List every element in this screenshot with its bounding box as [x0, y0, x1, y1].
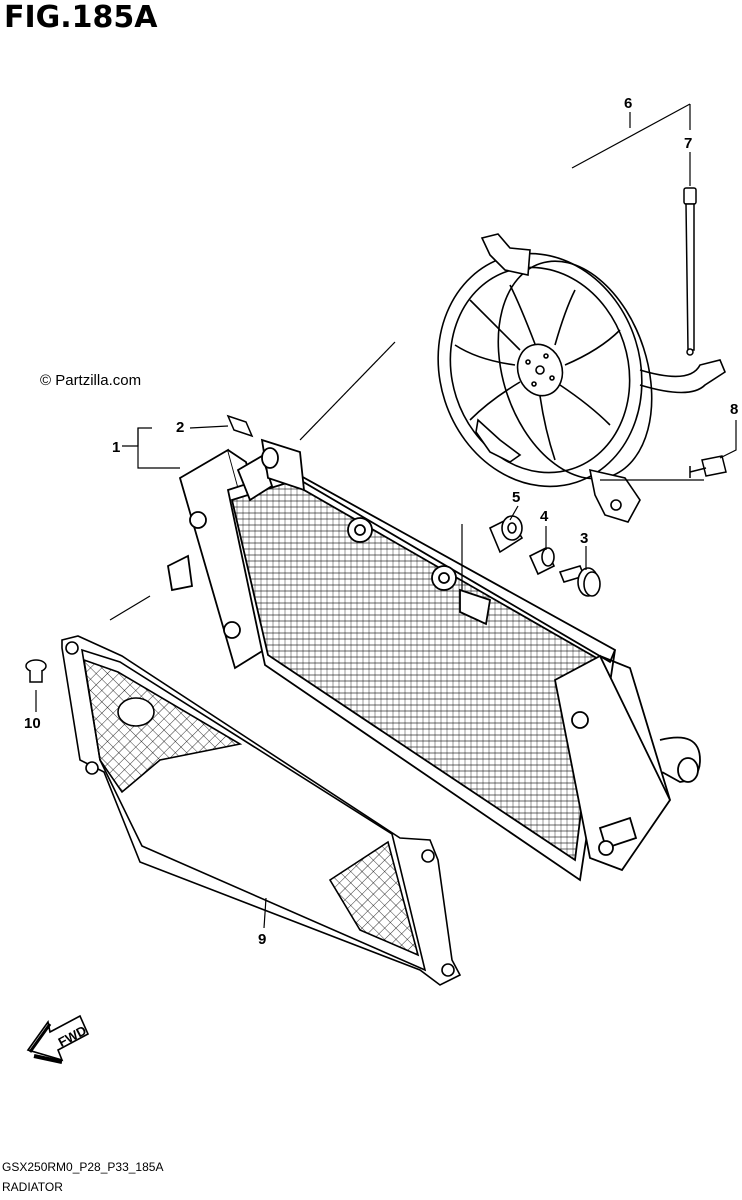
grommet-5: [488, 515, 524, 554]
radiator: [167, 438, 701, 882]
callout-1: 1: [112, 439, 120, 456]
clip-2: [226, 414, 254, 438]
figure-title: FIG.185A: [4, 0, 158, 35]
callout-2: 2: [176, 419, 184, 436]
leader-lines: [35, 103, 737, 929]
drawing-code: GSX250RM0_P28_P33_185A: [2, 1160, 164, 1174]
rivet-10: [25, 659, 47, 683]
watermark-text: © Partzilla.com: [40, 372, 142, 389]
bolt-8: [689, 455, 727, 478]
cable-tie: [683, 187, 697, 356]
callout-8: 8: [730, 401, 738, 418]
collar-4: [528, 546, 556, 576]
cooling-fan: [437, 233, 726, 523]
callout-6: 6: [624, 95, 632, 112]
radiator-guard: [61, 635, 462, 986]
bolt-3: [558, 565, 601, 597]
callout-3: 3: [580, 530, 588, 547]
callout-5: 5: [512, 489, 520, 506]
callout-10: 10: [24, 715, 41, 732]
callout-9: 9: [258, 931, 266, 948]
callout-7: 7: [684, 135, 692, 152]
drawing-name: RADIATOR: [2, 1180, 63, 1194]
callout-4: 4: [540, 508, 549, 525]
fwd-arrow: FWD: [26, 1014, 90, 1064]
